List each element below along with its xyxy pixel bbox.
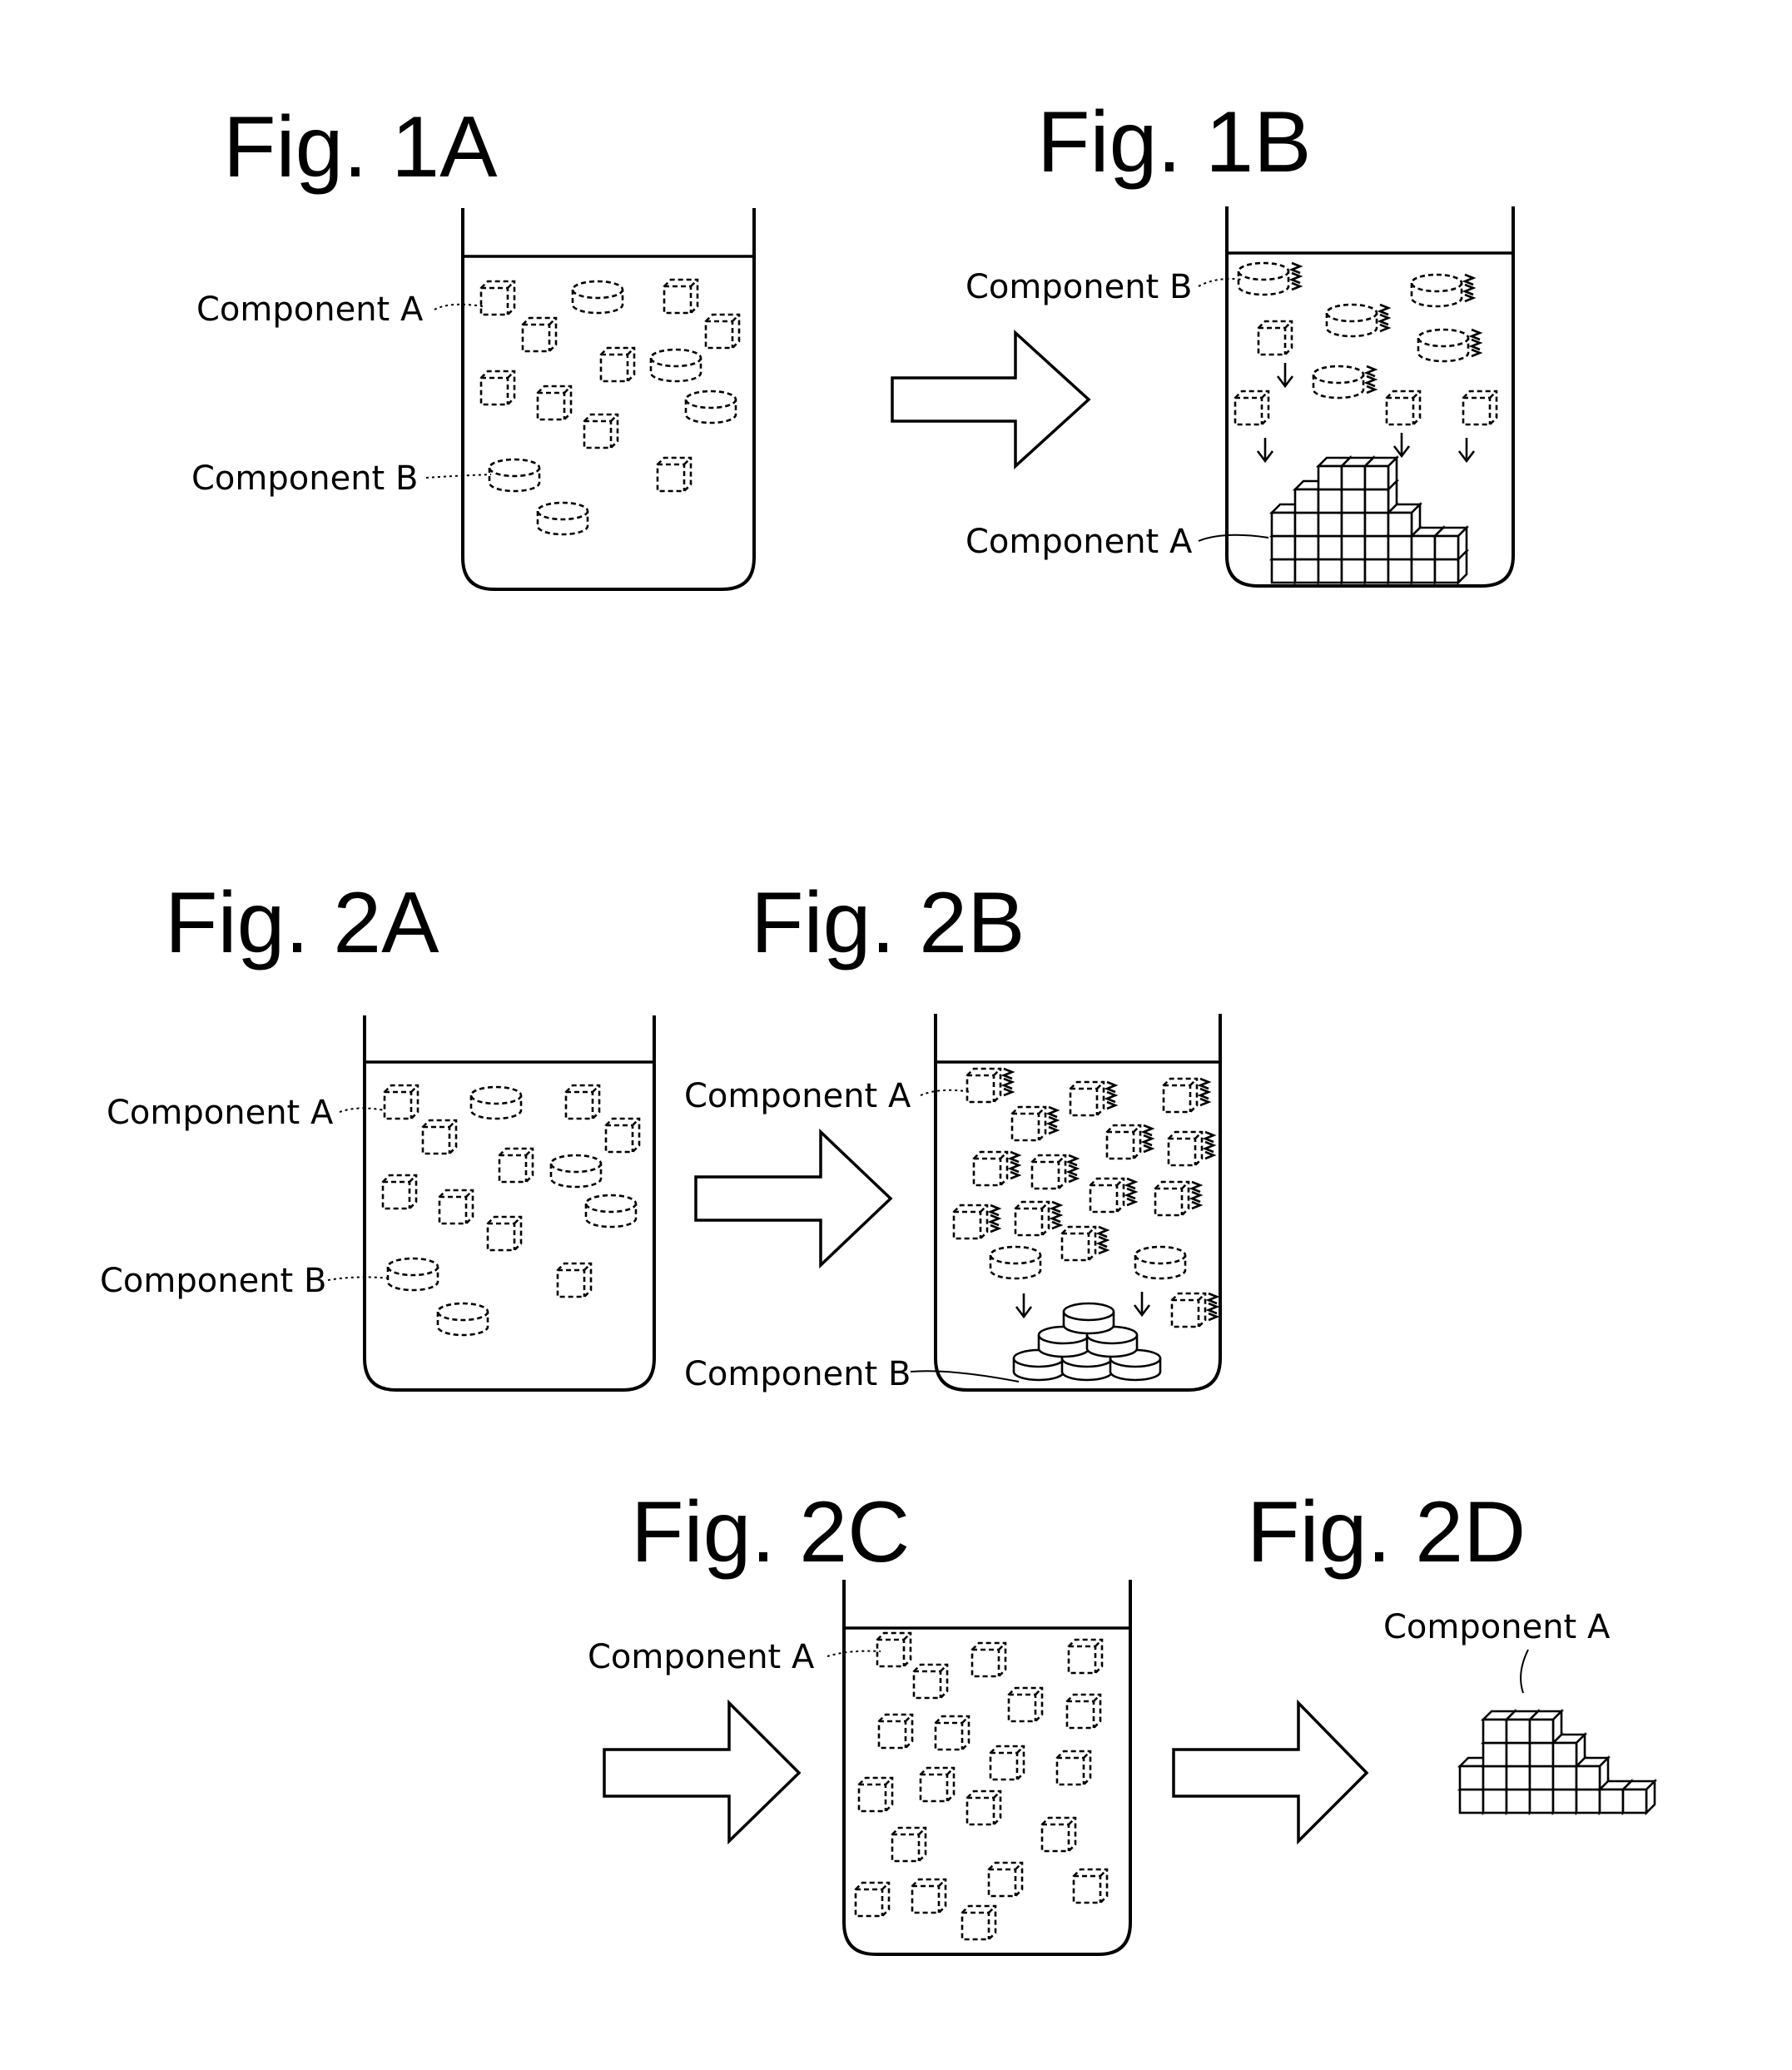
leader-line — [328, 1277, 391, 1280]
dissolved-component-a — [954, 1069, 1217, 1327]
figure-title: Fig. 2C — [631, 1484, 910, 1581]
figure-2b: Fig. 2B — [684, 875, 1220, 1393]
leader-line — [1521, 1650, 1528, 1693]
dissolved-component-a — [856, 1633, 1107, 1939]
component-b-label: Component B — [684, 1355, 911, 1393]
component-b-label: Component B — [965, 268, 1192, 306]
dissolved-component-b — [489, 281, 736, 534]
process-arrow — [604, 1703, 799, 1841]
leader-line — [1199, 535, 1268, 541]
leader-line — [911, 1371, 1019, 1382]
component-a-label: Component A — [107, 1094, 334, 1132]
figure-2c: Fig. 2C Component A — [588, 1484, 1130, 1954]
solid-cube — [1365, 458, 1397, 489]
precipitated-component-a — [1272, 458, 1467, 583]
solid-cube — [1623, 1781, 1655, 1813]
process-arrow — [696, 1132, 891, 1265]
component-a-label: Component A — [965, 523, 1193, 561]
component-a-label: Component A — [588, 1638, 815, 1676]
figure-2a: Fig. 2A Component A Component B — [100, 875, 654, 1390]
component-a-label: Component A — [1383, 1608, 1611, 1646]
beaker — [365, 1015, 654, 1390]
leader-line — [340, 1108, 385, 1112]
component-b-label: Component B — [191, 459, 418, 498]
process-arrow — [1174, 1703, 1367, 1841]
beaker — [844, 1580, 1130, 1954]
process-arrow — [892, 333, 1089, 466]
figure-title: Fig. 2D — [1247, 1484, 1526, 1581]
component-a-label: Component A — [684, 1077, 911, 1115]
leader-line — [921, 1090, 970, 1095]
leader-line — [1199, 279, 1242, 286]
leader-line — [827, 1651, 881, 1656]
solid-cube — [1435, 528, 1467, 559]
figure-title: Fig. 1B — [1037, 94, 1311, 191]
dissolved-component-a — [481, 280, 739, 491]
dissolved-component-a — [383, 1085, 639, 1297]
recovered-component-a — [1460, 1711, 1655, 1813]
dissolved-component-b — [1239, 263, 1480, 398]
figure-title: Fig. 2A — [165, 875, 439, 971]
figure-1b: Fig. 1B Component B Component A — [965, 94, 1513, 586]
figure-title: Fig. 2B — [751, 875, 1025, 971]
falling-component-a — [1235, 321, 1497, 461]
component-a-label: Component A — [196, 290, 424, 329]
figure-1a: Fig. 1A Component A Component B — [191, 99, 754, 589]
leader-line — [426, 474, 491, 478]
leader-line — [434, 305, 483, 310]
beaker — [463, 208, 754, 589]
component-b-label: Component B — [100, 1262, 326, 1300]
solid-cube — [1530, 1711, 1561, 1743]
precipitated-component-b — [1014, 1303, 1160, 1380]
figure-title: Fig. 1A — [223, 99, 498, 196]
